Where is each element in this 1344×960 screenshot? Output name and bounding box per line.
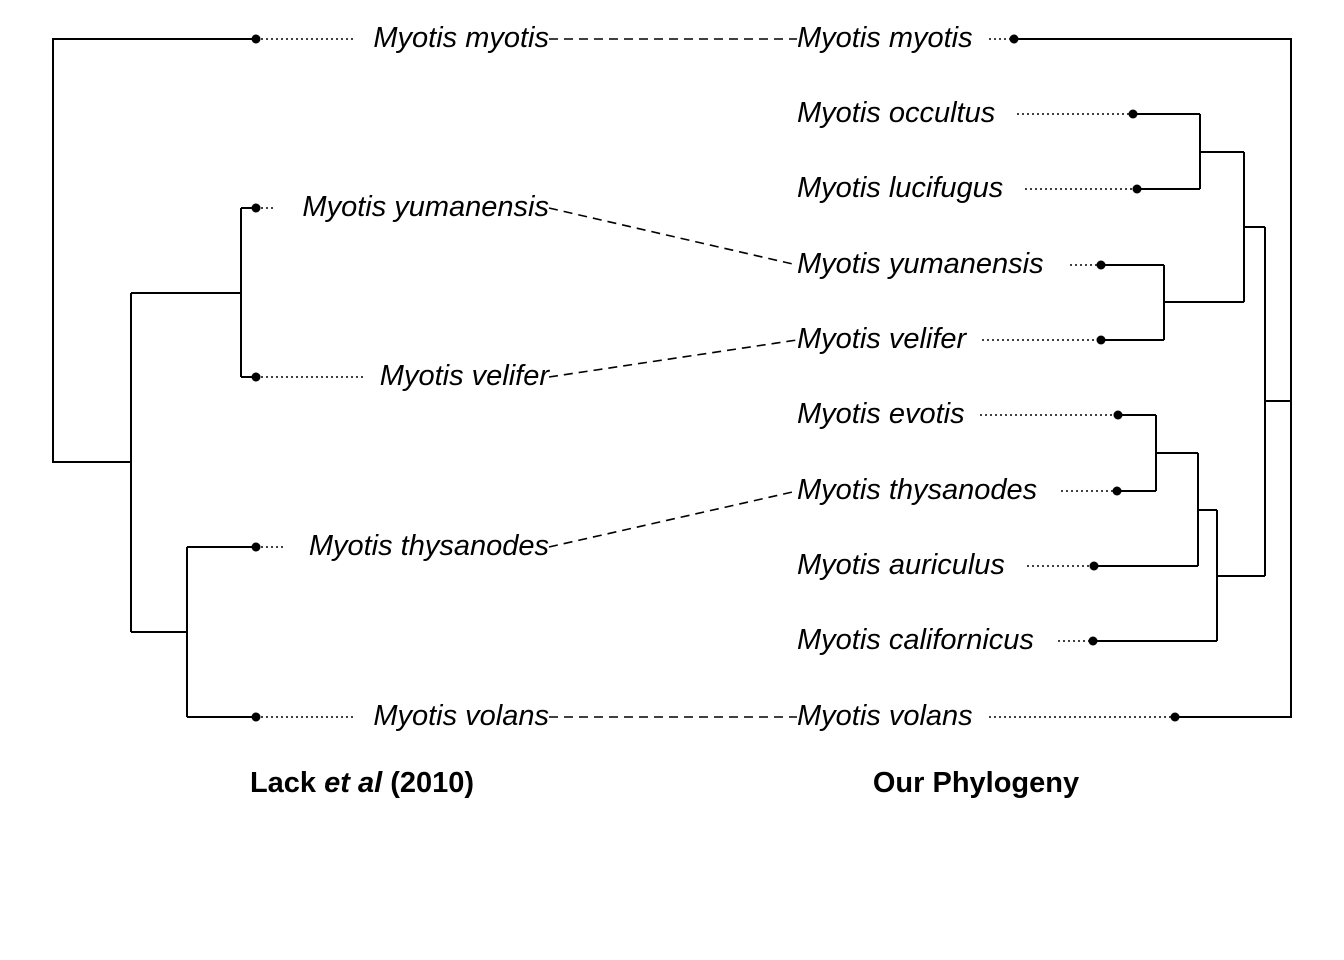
right-tip-label-myotis-volans: Myotis volans [797,700,973,732]
left-tip-label-myotis-volans: Myotis volans [373,700,549,732]
right-tip-dot [1128,109,1138,119]
connector-myotis-thysanodes [548,490,798,548]
left-title-italic: et al [324,767,383,799]
right-tip-label-myotis-yumanensis: Myotis yumanensis [797,248,1044,280]
left-tip-dots [251,34,261,722]
left-tip-label-myotis-yumanensis: Myotis yumanensis [302,191,549,223]
right-tree-branches [1014,38,1292,718]
left-tree-title: Lack et al (2010) [250,767,474,799]
left-tip-label-myotis-velifer: Myotis velifer [380,360,551,392]
right-evotis-auriculus-branch [1094,453,1217,567]
right-tip-dot [1096,335,1106,345]
left-tree-branches [52,38,256,718]
right-occultus-lucifugus-branch [1133,113,1244,190]
right-yumanensis-velifer-branch [1101,264,1244,341]
connector-myotis-velifer [548,339,798,378]
right-tip-dot [1088,636,1098,646]
left-tree: Myotis myotis Myotis yumanensis Myotis v… [52,22,550,799]
right-tip-dot [1089,561,1099,571]
right-tip-label-myotis-velifer: Myotis velifer [797,323,968,355]
right-tree: Myotis myotis Myotis occultus Myotis luc… [797,22,1292,799]
left-tip-dot [251,372,261,382]
left-tip-dot [251,712,261,722]
left-yumanensis-velifer-branch [131,207,256,378]
right-tip-dot [1112,486,1122,496]
right-tip-label-myotis-lucifugus: Myotis lucifugus [797,172,1003,204]
right-tip-label-myotis-myotis: Myotis myotis [797,22,973,54]
right-root-branch [1014,38,1292,718]
right-main-clade-branch [1264,227,1291,576]
right-tip-dots [1009,34,1180,722]
left-title-prefix: Lack [250,767,324,799]
right-tip-dot [1170,712,1180,722]
right-evotis-thysanodes-branch [1117,414,1198,492]
right-tip-labels: Myotis myotis Myotis occultus Myotis luc… [797,22,1044,732]
right-tip-label-myotis-californicus: Myotis californicus [797,624,1034,656]
right-tip-label-myotis-thysanodes: Myotis thysanodes [797,474,1037,506]
right-tip-label-myotis-evotis: Myotis evotis [797,398,965,430]
left-tip-dot [251,203,261,213]
right-tree-title: Our Phylogeny [873,767,1079,799]
right-tip-dot [1096,260,1106,270]
taxon-connectors [548,38,798,718]
right-tip-dot [1132,184,1142,194]
right-tip-label-myotis-auriculus: Myotis auriculus [797,549,1005,581]
left-tip-labels: Myotis myotis Myotis yumanensis Myotis v… [302,22,550,732]
left-root-branch [52,38,256,463]
left-tip-label-myotis-thysanodes: Myotis thysanodes [309,530,549,562]
left-tip-guides [256,38,364,718]
right-tip-dot [1009,34,1019,44]
left-tip-dot [251,34,261,44]
right-evotis-group-branch [1093,510,1265,642]
right-tip-dot [1113,410,1123,420]
left-thysanodes-volans-branch [131,546,256,718]
left-title-suffix: (2010) [382,767,474,799]
right-tip-guides [980,38,1175,718]
left-tip-label-myotis-myotis: Myotis myotis [373,22,549,54]
connector-myotis-yumanensis [548,207,798,266]
right-lucifugus-group-branch [1243,152,1265,302]
right-tip-label-myotis-occultus: Myotis occultus [797,97,995,129]
left-tip-dot [251,542,261,552]
